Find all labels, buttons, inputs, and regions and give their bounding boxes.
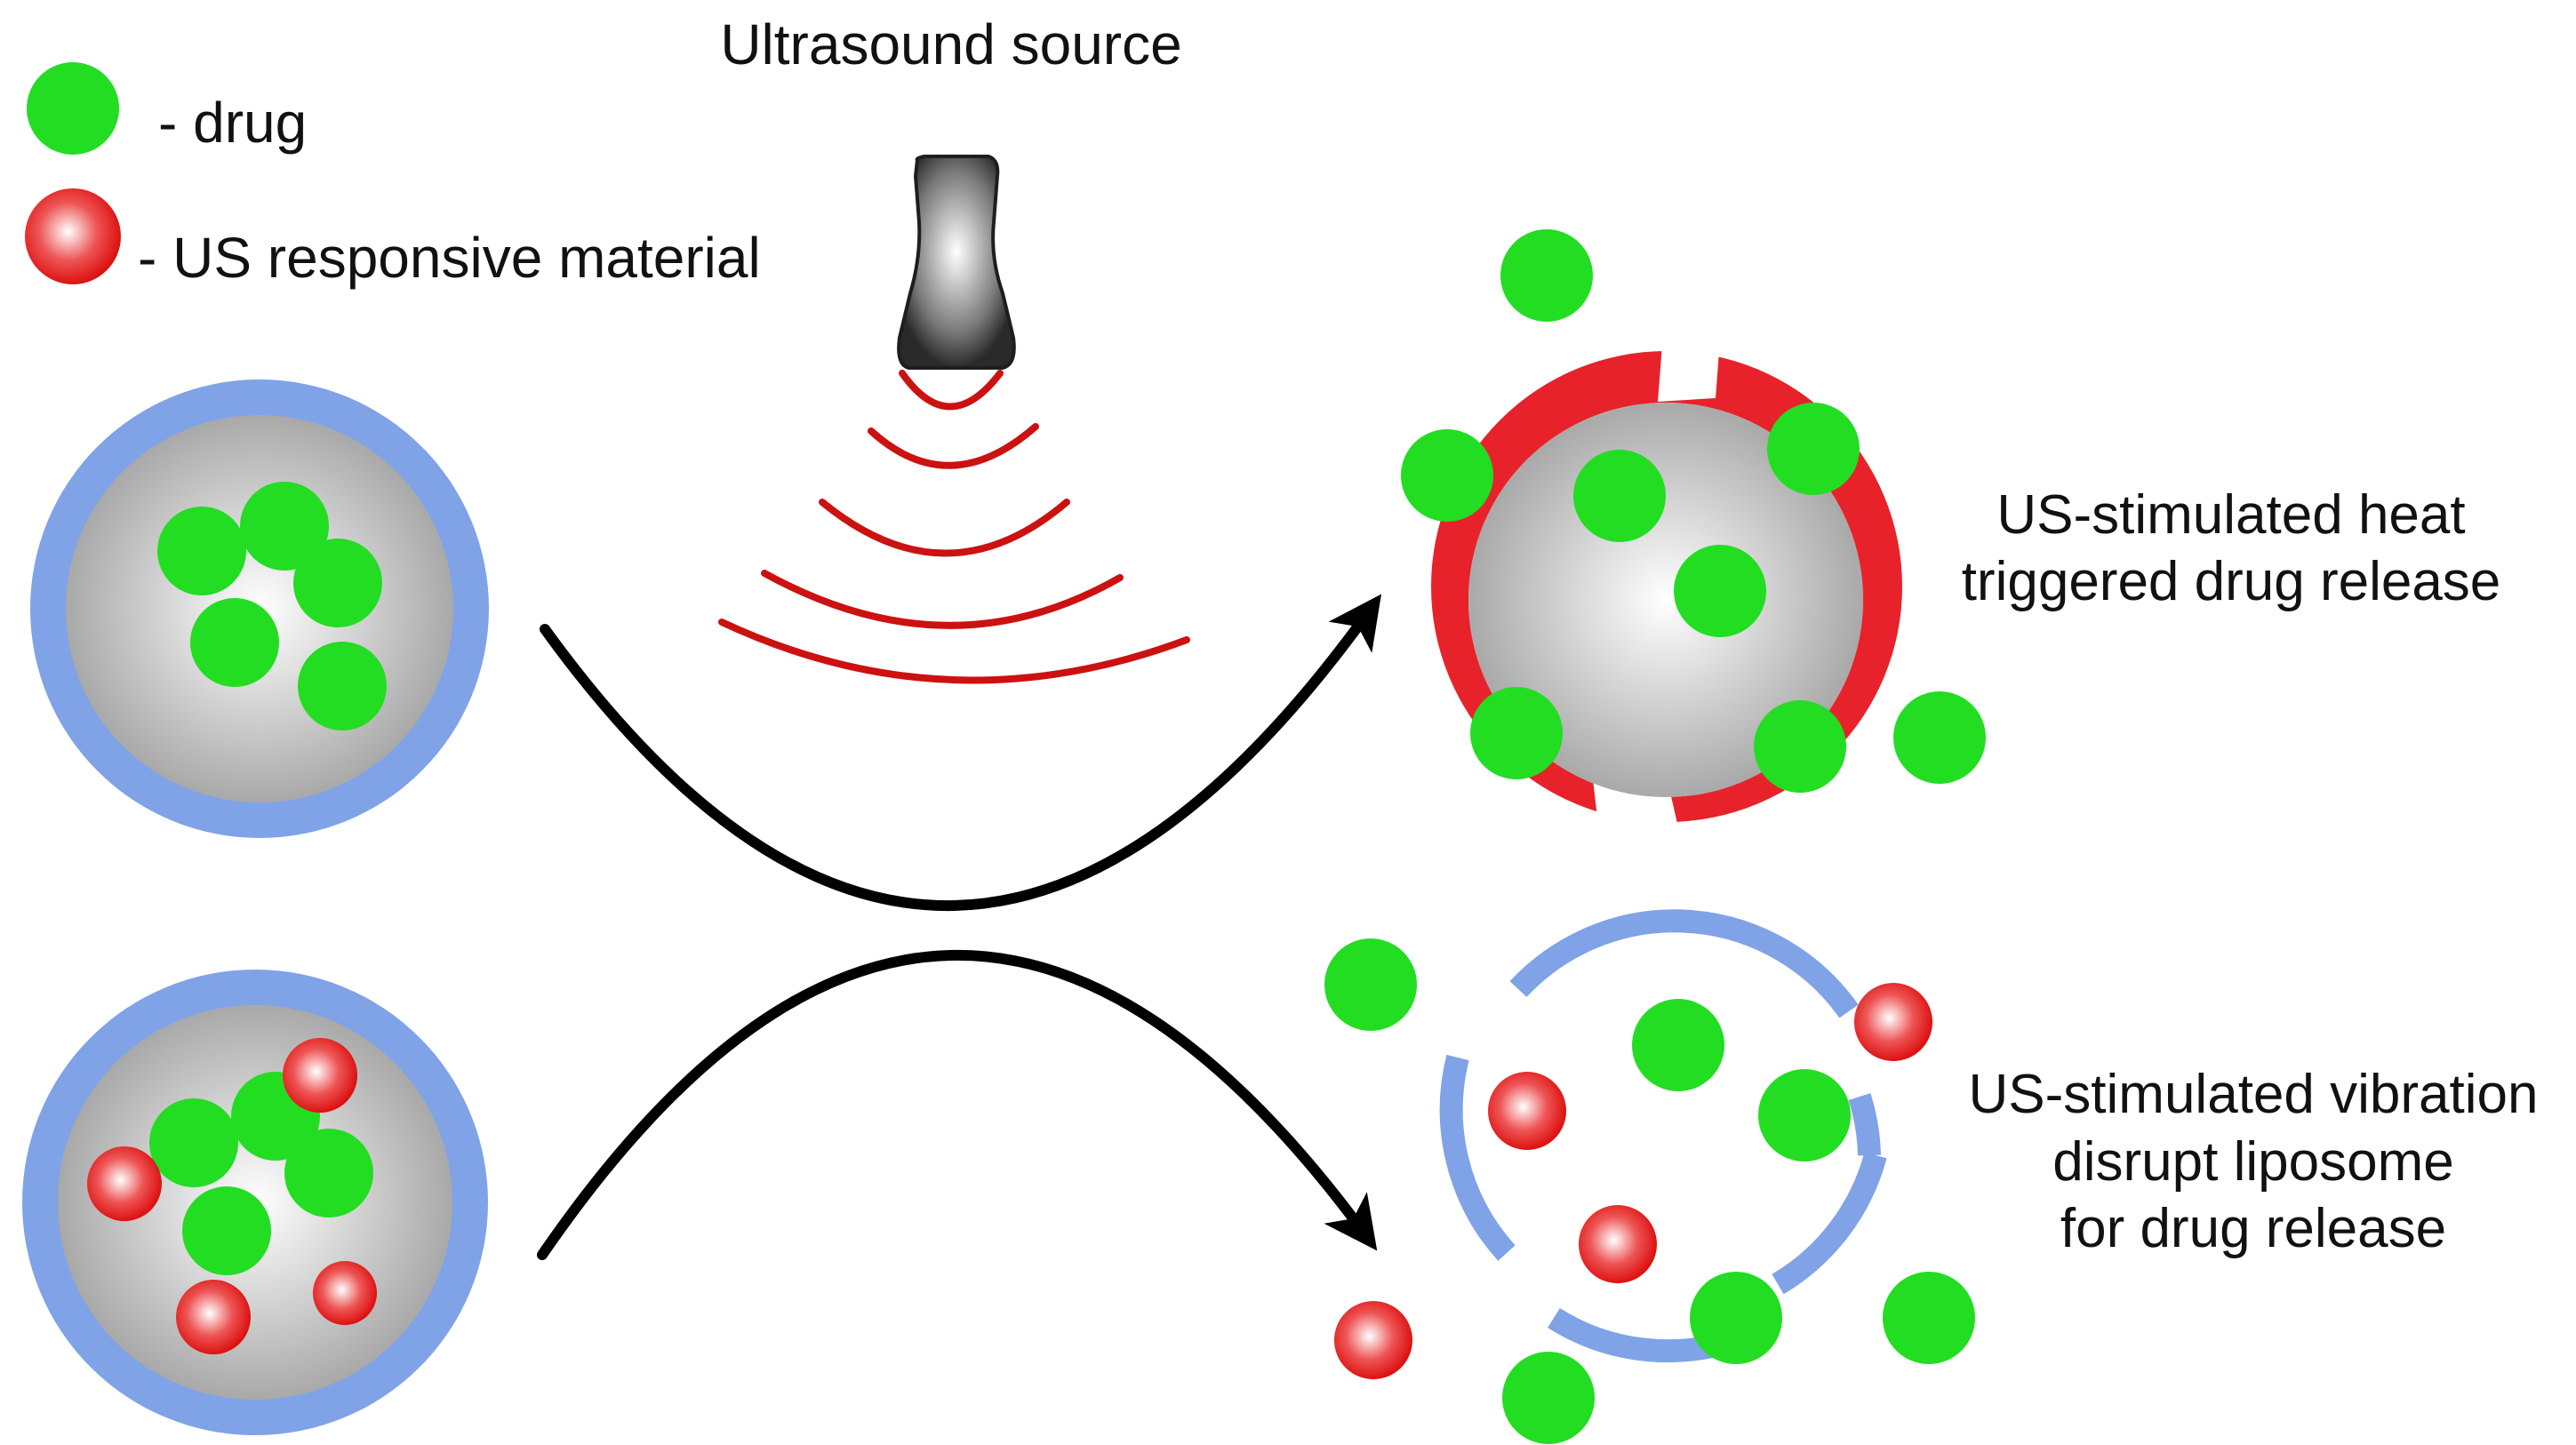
drug-particle: [284, 1129, 373, 1217]
drug-particle: [1767, 403, 1860, 495]
vibration-label-line3: for drug release: [2060, 1198, 2446, 1259]
drug-particle: [1883, 1272, 1975, 1364]
shell-gap: [1658, 339, 1720, 402]
wave-3: [819, 499, 1070, 557]
vibration-label-line2: disrupt liposome: [2052, 1131, 2453, 1193]
us-material-particle: [1334, 1301, 1412, 1379]
us-material-particle: [1488, 1072, 1566, 1150]
source-title: Ultrasound source: [720, 12, 1181, 76]
drug-particle: [1470, 687, 1563, 779]
heat-core: [1468, 403, 1863, 797]
membrane-fragment: [1772, 1152, 1887, 1295]
drug-particle: [298, 642, 387, 730]
arrow-to-heat-release: [540, 594, 1382, 912]
drug-particle: [1573, 450, 1666, 542]
drug-particle: [1401, 429, 1493, 522]
legend-us-material-label: - US responsive material: [138, 226, 761, 290]
membrane-fragment: [1439, 1054, 1516, 1261]
us-material-particle: [87, 1146, 162, 1221]
vibration-label-line1: US-stimulated vibration: [1969, 1064, 2539, 1125]
wave-5: [718, 619, 1190, 684]
liposome-drug-only: [30, 379, 489, 838]
wave-1: [899, 370, 1004, 411]
disrupted-liposome: [1439, 909, 1887, 1363]
heat-label-line1: US-stimulated heat: [1996, 484, 2465, 546]
heat-label-line2: triggered drug release: [1962, 551, 2501, 612]
liposome-drug-and-us-material: [22, 970, 488, 1435]
transducer-icon: [897, 155, 1016, 370]
legend-us-material-icon: [25, 188, 121, 284]
legend-drug-label: - drug: [158, 91, 307, 155]
legend: - drug - US responsive material: [25, 62, 761, 290]
process-arrows: [537, 594, 1382, 1260]
us-material-particle: [313, 1261, 377, 1325]
drug-particle: [1674, 545, 1766, 637]
arrow-to-vibration-release: [537, 950, 1378, 1260]
wave-4: [761, 570, 1124, 629]
membrane-fragment: [1509, 909, 1859, 1018]
us-material-particle: [176, 1280, 251, 1354]
membrane-fragment: [1848, 1093, 1881, 1156]
drug-particle: [1502, 1352, 1595, 1444]
us-material-particle: [1579, 1205, 1657, 1283]
heat-release-particle: [1401, 229, 1986, 840]
ultrasound-waves: [718, 370, 1190, 684]
wave-2: [868, 423, 1039, 469]
drug-particle: [182, 1186, 271, 1275]
legend-drug-icon: [27, 62, 119, 155]
released-contents: [1324, 938, 1975, 1444]
us-material-particle: [283, 1038, 357, 1113]
drug-particle: [1324, 938, 1417, 1031]
drug-particle: [240, 482, 329, 571]
us-material-particle: [1854, 983, 1932, 1061]
drug-particle: [1690, 1272, 1782, 1364]
drug-particle: [157, 507, 246, 595]
drug-particle: [1758, 1069, 1851, 1162]
drug-particle: [1500, 229, 1593, 322]
drug-particle: [1754, 700, 1846, 793]
drug-particle: [1893, 691, 1986, 784]
drug-particle: [190, 598, 279, 687]
drug-particle: [293, 539, 382, 627]
drug-particle: [1632, 999, 1724, 1091]
drug-particle: [149, 1098, 238, 1187]
ultrasound-source: Ultrasound source: [718, 12, 1190, 684]
